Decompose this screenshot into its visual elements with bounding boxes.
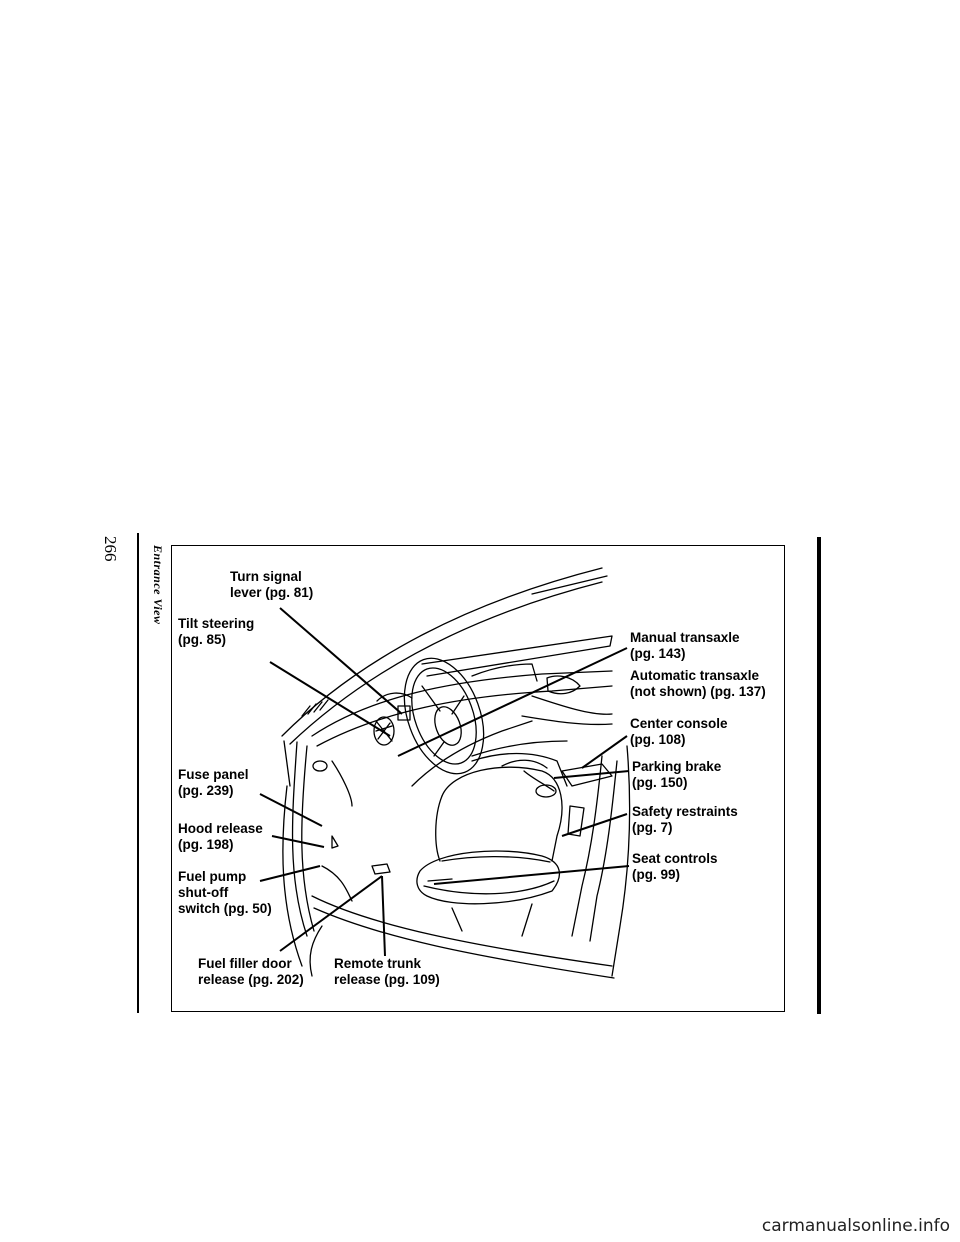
callout-line: Remote trunk xyxy=(334,956,422,971)
callout-line: (pg. 7) xyxy=(632,820,673,835)
section-title: Entrance View xyxy=(151,545,165,625)
right-margin-rule xyxy=(817,537,821,1014)
callout-fuel-pump-switch: Fuel pump shut-off switch (pg. 50) xyxy=(178,869,272,917)
callout-line: release (pg. 202) xyxy=(198,972,304,987)
callout-line: Fuel pump xyxy=(178,869,247,884)
page-number: 266 xyxy=(101,536,120,562)
callout-line: Manual transaxle xyxy=(630,630,740,645)
callout-line: (pg. 143) xyxy=(630,646,686,661)
callout-automatic-transaxle: Automatic transaxle (not shown) (pg. 137… xyxy=(630,668,766,700)
callout-safety-restraints: Safety restraints (pg. 7) xyxy=(632,804,738,836)
callout-fuel-filler-door: Fuel filler door release (pg. 202) xyxy=(198,956,304,988)
callout-line: (pg. 198) xyxy=(178,837,234,852)
entrance-view-figure: Turn signal lever (pg. 81) Tilt steering… xyxy=(171,545,785,1012)
callout-line: Fuel filler door xyxy=(198,956,292,971)
callout-tilt-steering: Tilt steering (pg. 85) xyxy=(178,616,254,648)
callout-line: (pg. 150) xyxy=(632,775,688,790)
callout-center-console: Center console (pg. 108) xyxy=(630,716,728,748)
callout-line: Fuse panel xyxy=(178,767,249,782)
callout-hood-release: Hood release (pg. 198) xyxy=(178,821,263,853)
callout-line: (pg. 99) xyxy=(632,867,681,882)
callout-fuse-panel: Fuse panel (pg. 239) xyxy=(178,767,249,799)
callout-line: Automatic transaxle xyxy=(630,668,760,683)
callout-line: shut-off xyxy=(178,885,229,900)
callout-remote-trunk: Remote trunk release (pg. 109) xyxy=(334,956,440,988)
left-margin-rule xyxy=(137,533,139,1013)
callout-turn-signal-lever: Turn signal lever (pg. 81) xyxy=(230,569,313,601)
callout-line: lever (pg. 81) xyxy=(230,585,314,600)
callout-seat-controls: Seat controls (pg. 99) xyxy=(632,851,718,883)
callout-line: switch (pg. 50) xyxy=(178,901,272,916)
callout-manual-transaxle: Manual transaxle (pg. 143) xyxy=(630,630,740,662)
callout-line: Hood release xyxy=(178,821,263,836)
callout-line: Center console xyxy=(630,716,728,731)
callout-line: release (pg. 109) xyxy=(334,972,440,987)
car-interior-illustration xyxy=(259,567,631,979)
callout-line: (not shown) (pg. 137) xyxy=(630,684,766,699)
callout-line: Seat controls xyxy=(632,851,718,866)
watermark: carmanualsonline.info xyxy=(761,1216,950,1236)
callout-line: (pg. 108) xyxy=(630,732,686,747)
callout-line: (pg. 239) xyxy=(178,783,234,798)
callout-line: (pg. 85) xyxy=(178,632,227,647)
callout-line: Tilt steering xyxy=(178,616,255,631)
callout-line: Parking brake xyxy=(632,759,722,774)
callout-line: Turn signal xyxy=(230,569,302,584)
callout-line: Safety restraints xyxy=(632,804,738,819)
callout-parking-brake: Parking brake (pg. 150) xyxy=(632,759,721,791)
